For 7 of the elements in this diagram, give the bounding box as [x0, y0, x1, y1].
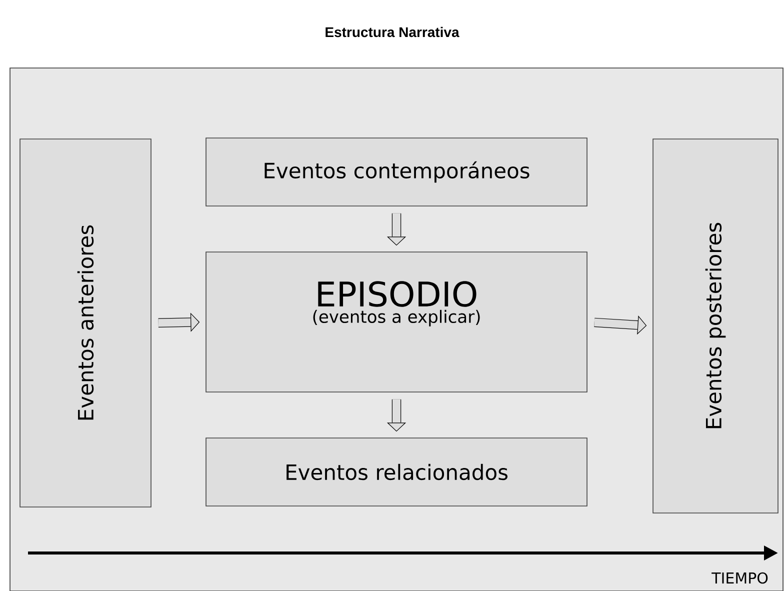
event-box: Eventos relacionados	[206, 438, 588, 506]
event-box: Eventos contemporáneos	[206, 138, 588, 206]
event-box: EPISODIO (eventos a explicar)	[206, 252, 588, 392]
event-box: Eventos posteriores	[652, 138, 778, 514]
event-box: Eventos anteriores	[20, 138, 152, 508]
axis-label: TIEMPO	[712, 572, 768, 584]
title: Estructura Narrativa	[326, 26, 460, 38]
